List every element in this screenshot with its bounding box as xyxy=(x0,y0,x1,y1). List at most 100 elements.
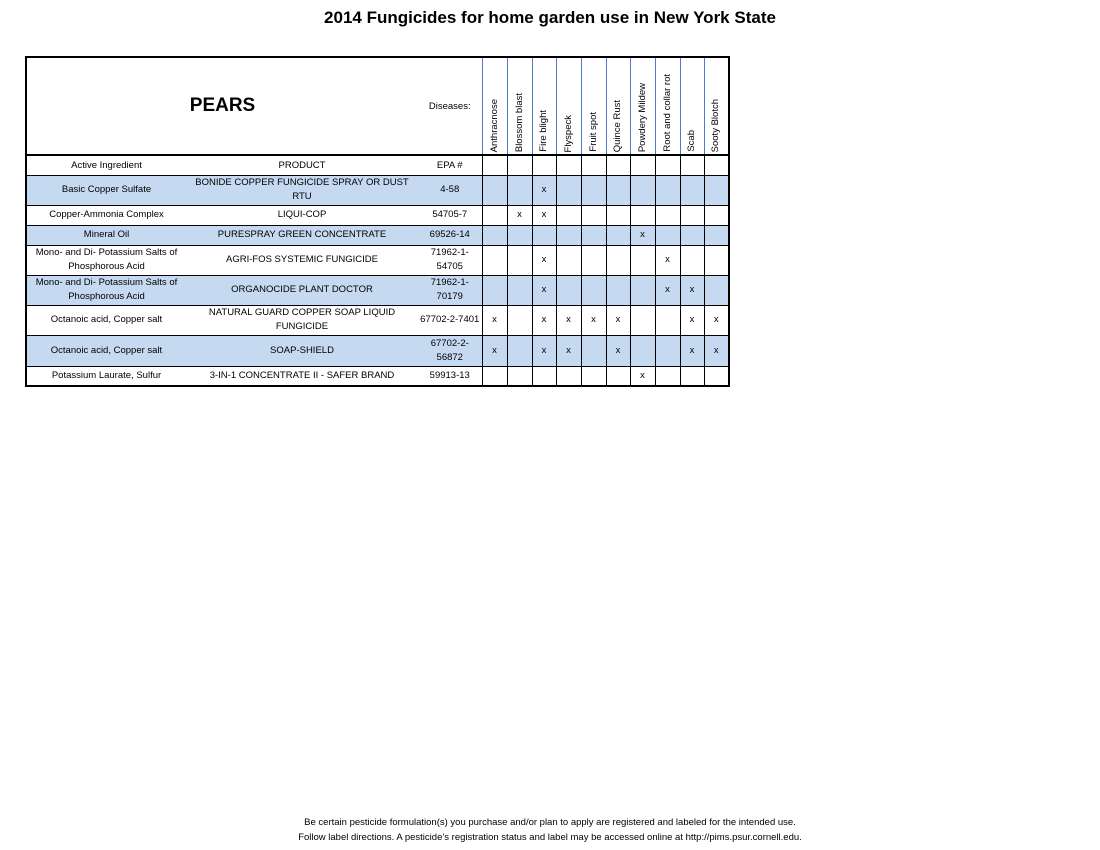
disease-mark-cell: x xyxy=(580,304,607,336)
disease-mark-cell: x xyxy=(654,244,681,276)
disease-header: Scab xyxy=(679,57,705,156)
ingredient-cell: Basic Copper Sulfate xyxy=(26,174,186,206)
disease-mark-cell xyxy=(580,334,607,367)
disease-mark-cell xyxy=(506,304,533,336)
disease-header: Fire blight xyxy=(531,57,557,156)
disease-mark-cell xyxy=(481,174,508,206)
disease-mark-cell xyxy=(481,365,508,387)
disease-mark-cell xyxy=(580,274,607,306)
disease-mark-cell xyxy=(703,224,730,246)
disease-mark-cell xyxy=(629,304,656,336)
disease-mark-cell: x xyxy=(555,304,582,336)
disease-mark-cell xyxy=(481,244,508,276)
disease-mark-cell xyxy=(481,224,508,246)
disease-mark-cell xyxy=(506,244,533,276)
disease-mark-cell: x xyxy=(703,334,730,367)
product-cell: PURESPRAY GREEN CONCENTRATE xyxy=(186,224,418,246)
diseases-label: Diseases: xyxy=(418,57,482,156)
ingredient-cell: Mono- and Di- Potassium Salts of Phospho… xyxy=(26,244,186,276)
disease-mark-cell: x xyxy=(531,304,557,336)
disease-mark-cell: x xyxy=(531,274,557,306)
disease-mark-cell xyxy=(531,365,557,387)
disease-mark-cell xyxy=(629,244,656,276)
disease-mark-cell xyxy=(555,174,582,206)
product-cell: LIQUI-COP xyxy=(186,204,418,226)
disease-mark-cell xyxy=(654,304,681,336)
disease-mark-cell: x xyxy=(654,274,681,306)
disease-mark-cell: x xyxy=(506,204,533,226)
column-header-row: Active Ingredient PRODUCT EPA # xyxy=(26,155,730,176)
disease-mark-cell xyxy=(679,224,705,246)
epa-cell: 67702-2-7401 xyxy=(418,304,483,336)
epa-cell: 71962-1-70179 xyxy=(418,274,483,306)
table-row: Mono- and Di- Potassium Salts of Phospho… xyxy=(26,244,730,276)
disease-mark-cell xyxy=(654,204,681,226)
disease-mark-cell xyxy=(555,274,582,306)
disease-mark-cell xyxy=(481,274,508,306)
fungicide-table: PEARS Diseases: Anthracnose Blossom blas… xyxy=(25,56,730,387)
disease-mark-cell xyxy=(629,204,656,226)
disease-mark-cell xyxy=(580,244,607,276)
disease-mark-cell: x xyxy=(605,304,631,336)
ingredient-cell: Potassium Laurate, Sulfur xyxy=(26,365,186,387)
disease-mark-cell xyxy=(580,204,607,226)
disease-mark-cell: x xyxy=(679,304,705,336)
disease-header: Anthracnose xyxy=(481,57,508,156)
disease-mark-cell xyxy=(555,204,582,226)
disease-mark-cell xyxy=(605,174,631,206)
disease-mark-cell xyxy=(605,365,631,387)
disease-mark-cell xyxy=(679,244,705,276)
disease-mark-cell xyxy=(654,174,681,206)
disease-mark-cell: x xyxy=(531,334,557,367)
disease-mark-cell xyxy=(481,204,508,226)
table-header-row: PEARS Diseases: Anthracnose Blossom blas… xyxy=(26,57,730,156)
product-cell: ORGANOCIDE PLANT DOCTOR xyxy=(186,274,418,306)
disease-mark-cell xyxy=(605,244,631,276)
disease-mark-cell: x xyxy=(679,334,705,367)
crop-name-cell: PEARS xyxy=(26,57,418,156)
ingredient-cell: Mineral Oil xyxy=(26,224,186,246)
epa-cell: 69526-14 xyxy=(418,224,483,246)
disease-mark-cell xyxy=(580,365,607,387)
column-header-epa: EPA # xyxy=(418,155,482,176)
epa-cell: 67702-2-56872 xyxy=(418,334,483,367)
disease-header: Flyspeck xyxy=(555,57,582,156)
disease-header: Powdery Mildew xyxy=(629,57,656,156)
epa-cell: 59913-13 xyxy=(418,365,483,387)
disease-mark-cell: x xyxy=(629,224,656,246)
footer-note: Be certain pesticide formulation(s) you … xyxy=(0,815,1100,845)
disease-mark-cell: x xyxy=(531,174,557,206)
disease-mark-cell: x xyxy=(605,334,631,367)
ingredient-cell: Octanoic acid, Copper salt xyxy=(26,334,186,367)
disease-mark-cell xyxy=(580,224,607,246)
disease-mark-cell xyxy=(580,174,607,206)
disease-mark-cell xyxy=(654,334,681,367)
ingredient-cell: Copper-Ammonia Complex xyxy=(26,204,186,226)
disease-mark-cell: x xyxy=(531,244,557,276)
disease-mark-cell: x xyxy=(481,334,508,367)
epa-cell: 4-58 xyxy=(418,174,483,206)
ingredient-cell: Mono- and Di- Potassium Salts of Phospho… xyxy=(26,274,186,306)
disease-mark-cell xyxy=(703,204,730,226)
disease-mark-cell xyxy=(679,365,705,387)
disease-header: Sooty Blotch xyxy=(703,57,730,156)
footer-line-1: Be certain pesticide formulation(s) you … xyxy=(304,817,796,828)
footer-line-2: Follow label directions. A pesticide’s r… xyxy=(298,832,802,843)
epa-cell: 54705-7 xyxy=(418,204,483,226)
disease-mark-cell xyxy=(629,334,656,367)
disease-mark-cell xyxy=(506,365,533,387)
disease-header: Quince Rust xyxy=(605,57,631,156)
disease-mark-cell xyxy=(703,274,730,306)
disease-mark-cell xyxy=(605,274,631,306)
disease-mark-cell xyxy=(679,174,705,206)
disease-mark-cell xyxy=(654,365,681,387)
column-header-product: PRODUCT xyxy=(186,155,418,176)
disease-mark-cell: x xyxy=(703,304,730,336)
disease-mark-cell: x xyxy=(531,204,557,226)
disease-header: Blossom blast xyxy=(506,57,533,156)
table-row: Mono- and Di- Potassium Salts of Phospho… xyxy=(26,274,730,306)
